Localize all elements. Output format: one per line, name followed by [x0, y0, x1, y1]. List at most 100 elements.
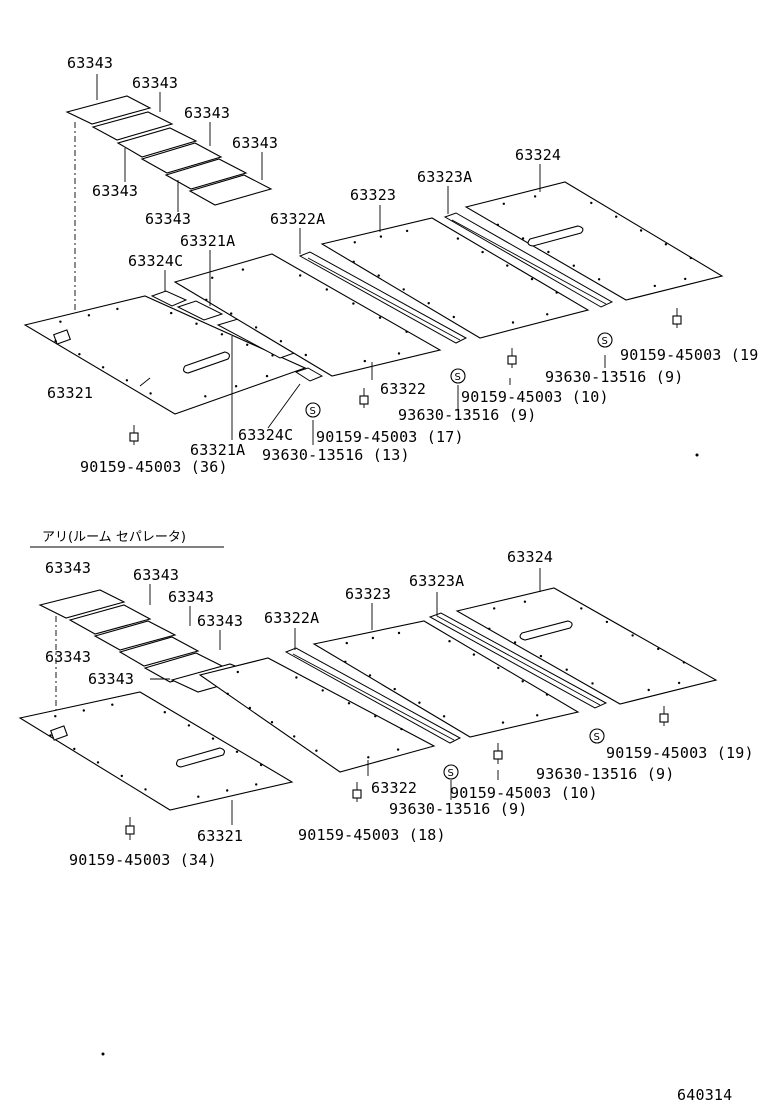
label-63321: 63321 — [197, 827, 244, 845]
bolt-icon — [125, 817, 135, 840]
panel-hole-dot — [653, 284, 656, 288]
panel-hole-dot — [87, 314, 91, 317]
label-63343-3: 63343 — [184, 104, 231, 122]
label-bolt-19: 90159-45003 (19) — [620, 346, 760, 364]
panel-hole-dot — [259, 763, 263, 767]
panel-hole-dot — [73, 747, 76, 751]
pad-63343-4 — [140, 142, 223, 174]
label-bolt-19: 90159-45003 (19) — [606, 744, 754, 762]
panel-hole-dot — [533, 195, 537, 198]
panel-hole-dot — [197, 795, 200, 798]
panel-hole-dot — [397, 352, 401, 355]
strip-63322A — [298, 251, 468, 344]
panel-hole-dot — [54, 715, 57, 718]
panel-63323 — [320, 217, 590, 339]
panel-hole-dot — [352, 302, 355, 305]
panel-hole-dot — [427, 302, 430, 305]
label-63343-1: 63343 — [67, 54, 114, 72]
label-63322: 63322 — [371, 779, 418, 797]
panel-63323 — [312, 620, 580, 738]
label-bolt-17: 90159-45003 (17) — [316, 428, 464, 446]
panel-63324-handle-slot — [527, 225, 584, 247]
panel-63324 — [455, 587, 718, 705]
panel-hole-dot — [580, 607, 583, 610]
panel-hole-dot — [248, 706, 252, 710]
panel-hole-dot — [536, 714, 539, 717]
label-63323: 63323 — [350, 186, 397, 204]
panel-hole-dot — [144, 788, 147, 791]
label-63343-5: 63343 — [45, 648, 92, 666]
bolt-icon — [359, 388, 369, 408]
label-63324: 63324 — [507, 548, 554, 566]
lower-exploded-view: S S — [18, 568, 718, 840]
panel-63321-notch — [53, 329, 71, 345]
panel-63321-handle-slot — [183, 351, 230, 374]
label-63321: 63321 — [47, 384, 94, 402]
panel-hole-dot — [545, 693, 549, 696]
panel-63321 — [18, 691, 294, 811]
panel-hole-dot — [448, 640, 451, 643]
figure-number: 640314 — [677, 1086, 733, 1104]
panel-hole-dot — [615, 215, 618, 218]
panel-hole-dot — [82, 709, 86, 712]
label-63323A: 63323A — [417, 168, 473, 186]
panel-hole-dot — [546, 313, 549, 316]
panel-hole-dot — [363, 359, 366, 363]
panel-hole-dot — [689, 256, 692, 260]
panel-hole-dot — [345, 641, 348, 645]
panel-hole-dot — [456, 237, 460, 240]
panel-hole-dot — [405, 229, 409, 233]
label-washer-9b: 93630-13516 (9) — [389, 800, 528, 818]
panel-hole-dot — [523, 600, 527, 603]
panel-hole-dot — [125, 379, 129, 382]
panel-hole-dot — [402, 288, 405, 291]
panel-hole-dot — [211, 737, 215, 740]
panel-hole-dot — [204, 395, 207, 398]
panel-hole-dot — [565, 668, 568, 671]
panel-hole-dot — [344, 660, 347, 663]
upper-fasteners: S S S — [129, 308, 682, 445]
strip-63324C-bottom — [294, 367, 324, 382]
panel-hole-dot — [605, 620, 609, 624]
panel-63321-handle-slot — [176, 747, 225, 768]
washer-icon — [597, 332, 613, 348]
panel-hole-dot — [116, 307, 119, 311]
panel-hole-dot — [371, 636, 375, 640]
panel-hole-dot — [255, 783, 258, 786]
upper-exploded-view: S S S — [23, 74, 724, 445]
label-63324C-bottom: 63324C — [238, 426, 294, 444]
pad-63343-2 — [91, 111, 174, 141]
panel-hole-dot — [405, 330, 408, 333]
panel-hole-dot — [442, 715, 446, 718]
panel-hole-dot — [682, 661, 686, 664]
label-bolt-34: 90159-45003 (34) — [69, 851, 217, 869]
panel-hole-dot — [497, 666, 500, 670]
strip-63324C-top — [150, 290, 188, 307]
panel-hole-dot — [211, 276, 214, 279]
label-63343-4: 63343 — [232, 134, 279, 152]
panel-hole-dot — [315, 749, 318, 752]
panel-hole-dot — [352, 260, 355, 263]
panel-hole-dot — [270, 721, 274, 724]
panel-hole-dot — [591, 682, 594, 685]
label-63323: 63323 — [345, 585, 392, 603]
lower-leader-lines — [149, 568, 541, 825]
label-bolt-36: 90159-45003 (36) — [80, 458, 228, 476]
panel-hole-dot — [271, 354, 274, 357]
panel-63324 — [464, 181, 724, 301]
panel-hole-dot — [590, 201, 593, 205]
label-63324C-top: 63324C — [128, 252, 184, 270]
panel-hole-dot — [472, 653, 476, 656]
panel-hole-dot — [378, 316, 382, 319]
pad-63343-1 — [38, 589, 126, 619]
label-63343-4: 63343 — [197, 612, 244, 630]
svg-text:S: S — [448, 768, 454, 779]
panel-hole-dot — [496, 223, 499, 226]
label-63343-2: 63343 — [133, 566, 180, 584]
panel-63321-notch — [50, 725, 68, 741]
panel-hole-dot — [521, 237, 525, 240]
label-63321A-bottom: 63321A — [190, 441, 246, 459]
panel-hole-dot — [513, 641, 517, 644]
